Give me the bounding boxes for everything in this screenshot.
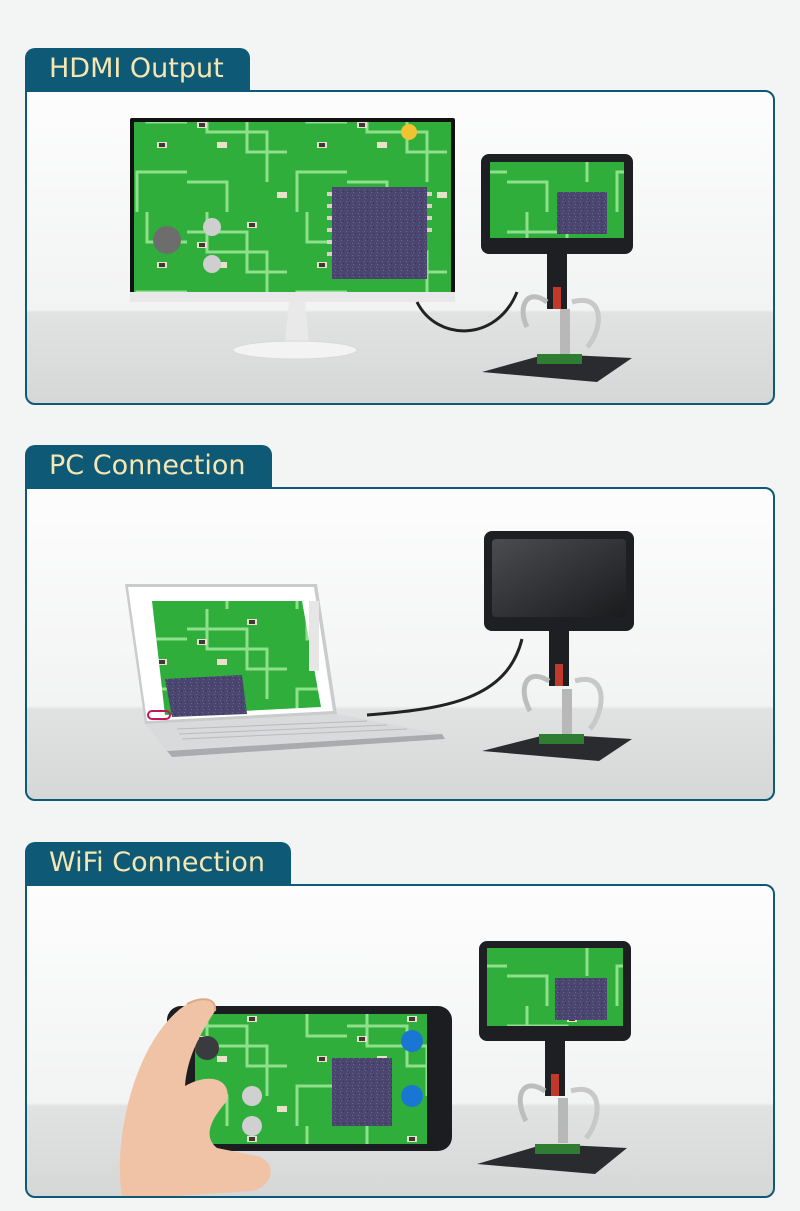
pc-illustration — [25, 487, 775, 801]
section-hdmi-output: HDMI Output — [25, 48, 775, 405]
section-pc-connection: PC Connection — [25, 445, 775, 801]
section-title: PC Connection — [25, 445, 272, 487]
wifi-phone — [167, 1006, 452, 1151]
pc-laptop — [125, 584, 445, 757]
hdmi-microscope — [481, 154, 633, 382]
wifi-microscope — [477, 941, 631, 1174]
section-title: WiFi Connection — [25, 842, 292, 884]
wifi-illustration — [25, 884, 775, 1198]
section-title: HDMI Output — [25, 48, 250, 90]
hand-illustration — [119, 998, 271, 1196]
hdmi-illustration — [25, 90, 775, 405]
hdmi-monitor — [130, 118, 455, 360]
pc-microscope — [482, 531, 634, 761]
section-wifi-connection: WiFi Connection — [25, 842, 775, 1198]
